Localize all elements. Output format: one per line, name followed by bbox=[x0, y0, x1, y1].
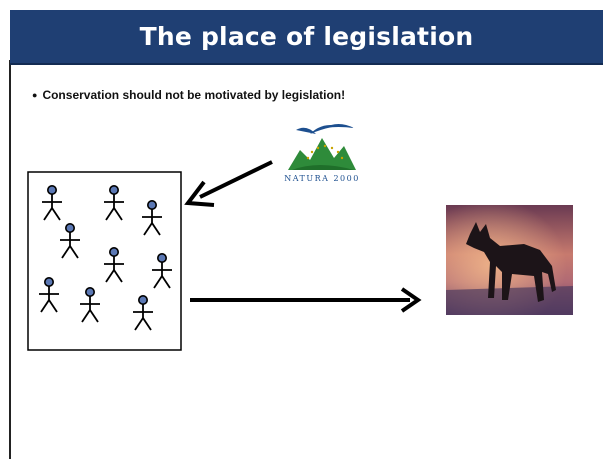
wolf-image bbox=[446, 205, 573, 315]
title-bar: The place of legislation bbox=[10, 10, 603, 65]
logo-caption: NATURA 2000 bbox=[284, 174, 360, 183]
natura-2000-logo bbox=[284, 122, 360, 184]
arrow bbox=[184, 160, 273, 207]
arrow bbox=[190, 287, 422, 313]
slide-title: The place of legislation bbox=[139, 22, 474, 51]
bullet-point: ● Conservation should not be motivated b… bbox=[32, 88, 345, 102]
left-rule bbox=[9, 60, 11, 459]
bullet-text: Conservation should not be motivated by … bbox=[42, 88, 346, 102]
bullet-dot: ● bbox=[32, 90, 38, 100]
